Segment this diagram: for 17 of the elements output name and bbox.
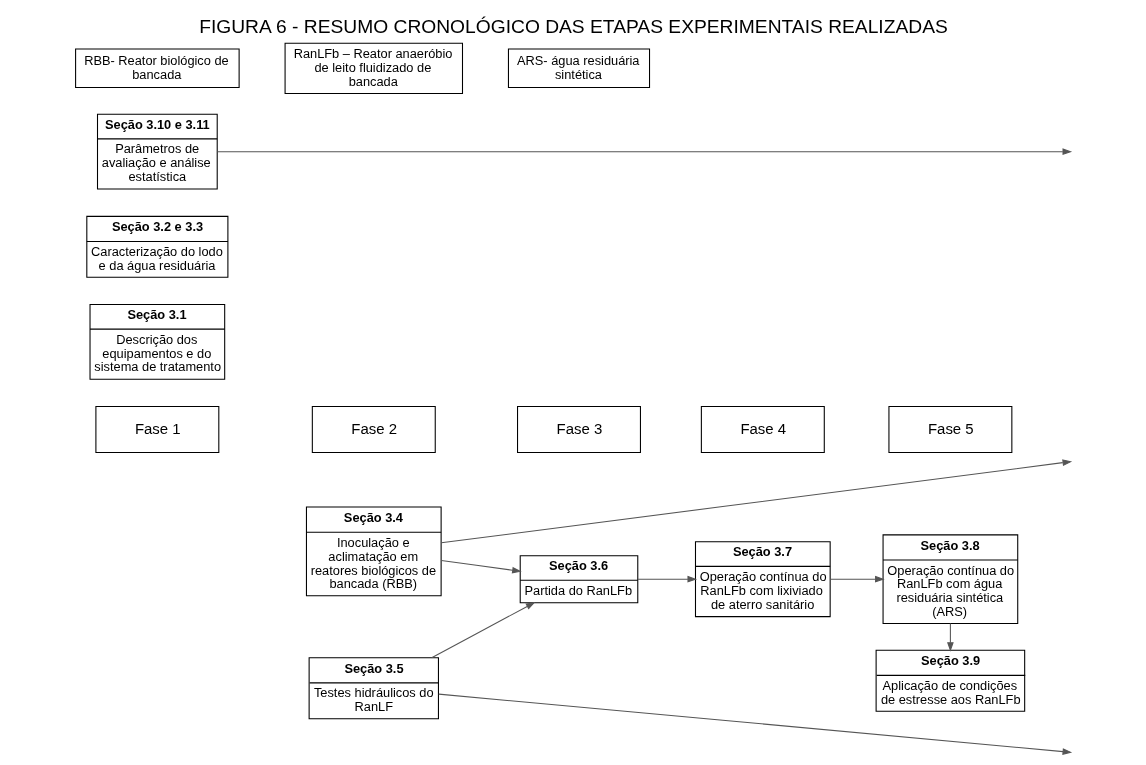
node-box: Fase 5	[887, 405, 1012, 453]
node-box: RBB- Reator biológico de bancada	[74, 48, 240, 88]
node-box: Fase 4	[700, 405, 825, 453]
arrow	[440, 559, 522, 574]
node-box: ARS- água residuária sintética	[507, 48, 650, 88]
arrow	[216, 147, 1072, 155]
arrow	[946, 622, 954, 652]
arrow	[440, 458, 1072, 543]
node-box: Fase 1	[94, 405, 219, 453]
diagram-title: FIGURA 6 - RESUMO CRONOLÓGICO DAS ETAPAS EXPERIMENTAIS REALIZADAS	[198, 15, 948, 37]
arrow	[430, 601, 535, 658]
node-box: RanLFb – Reator anaeróbio de leito fluidizado de bancada	[284, 42, 463, 94]
arrow	[637, 575, 697, 583]
node-box: Fase 3	[516, 405, 641, 453]
arrow	[829, 575, 885, 583]
arrow	[437, 693, 1072, 755]
node-box: Fase 2	[311, 405, 436, 453]
